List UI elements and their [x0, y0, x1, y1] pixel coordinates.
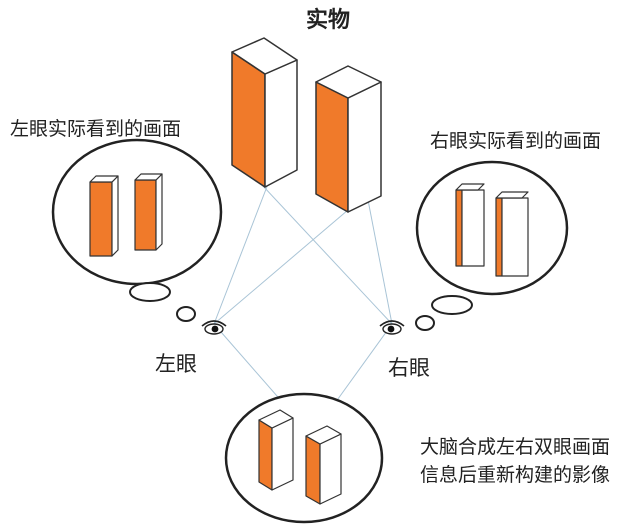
left-view-label: 左眼实际看到的画面	[10, 118, 182, 140]
left-eye-label: 左眼	[155, 352, 197, 376]
sight-line-left-eye-to-block2	[213, 209, 349, 325]
left-thought-dots	[129, 282, 196, 322]
brain-image-bubble	[224, 392, 384, 524]
brain-view-block-2	[305, 425, 342, 505]
right-view-block-1	[455, 183, 485, 267]
sight-line-right-eye-to-brain	[329, 323, 393, 411]
right-view-label: 右眼实际看到的画面	[430, 130, 602, 152]
sight-lines	[213, 169, 393, 421]
brain-view-block-1	[258, 409, 294, 491]
brain-caption-line-2: 信息后重新构建的影像	[420, 464, 611, 486]
right-view-bubble	[415, 160, 569, 296]
sight-line-right-eye-to-block1	[247, 169, 393, 325]
brain-caption-line-1: 大脑合成左右双眼画面	[420, 436, 611, 458]
left-view-block-2	[134, 173, 163, 251]
right-view-block-2	[495, 191, 529, 277]
sight-line-left-eye-to-block1	[213, 183, 269, 325]
sight-line-right-eye-to-block2	[367, 199, 393, 325]
right-eye-icon	[379, 320, 405, 335]
diagram-title: 实物	[306, 8, 351, 33]
left-view-block-1	[89, 175, 119, 257]
left-view-bubble	[51, 138, 223, 286]
left-eye-icon	[201, 320, 227, 335]
real-block-2	[315, 65, 382, 213]
real-block-1	[231, 37, 298, 188]
right-eye-label: 右眼	[388, 356, 430, 380]
right-thought-dots	[415, 295, 473, 331]
